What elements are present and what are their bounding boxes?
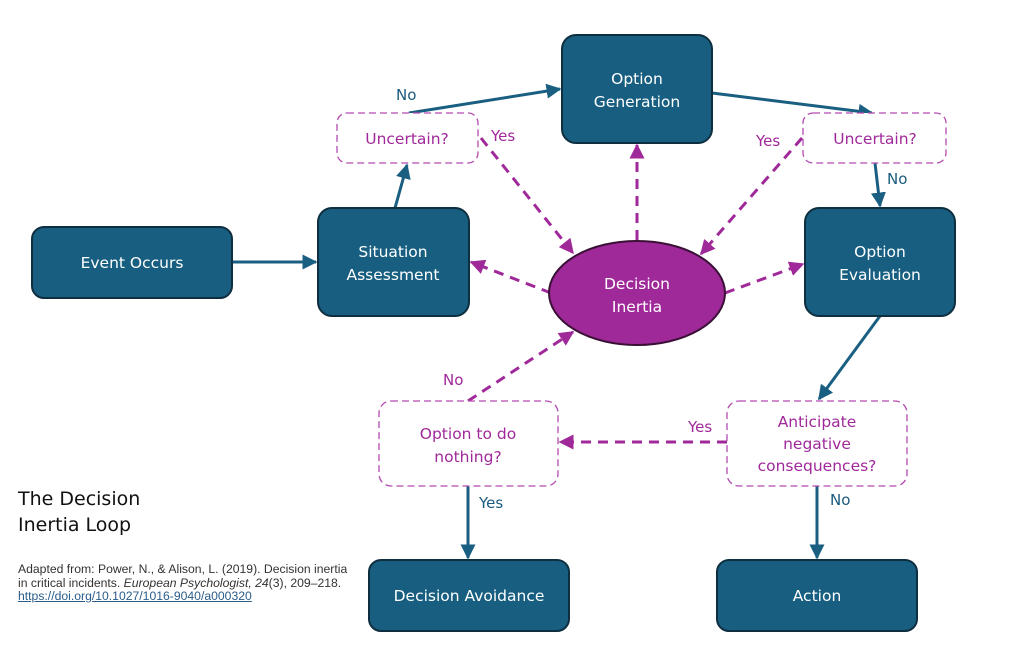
- node-label: Event Occurs: [81, 254, 184, 272]
- question-option-to-do-nothing: Option to do nothing?: [378, 400, 559, 487]
- question-label: Uncertain?: [365, 130, 449, 148]
- citation-journal: European Psychologist,: [123, 575, 252, 590]
- question-label: Uncertain?: [833, 130, 917, 148]
- node-label-line1: Option: [611, 70, 663, 88]
- edge-label-anticipate-yes: Yes: [687, 418, 712, 436]
- node-label-line1: Decision: [604, 275, 670, 293]
- arrow-nothing-to-inertia: [467, 330, 575, 403]
- question-label-line1: Anticipate: [778, 413, 857, 431]
- edge-label-right-yes: Yes: [755, 132, 780, 150]
- title-line-1: The Decision: [18, 488, 141, 510]
- node-label-line2: Generation: [594, 93, 680, 111]
- node-label-line1: Situation: [358, 243, 427, 261]
- node-decision-inertia: Decision Inertia: [548, 240, 726, 346]
- question-label-line3: consequences?: [758, 457, 877, 475]
- edge-label-left-yes: Yes: [490, 127, 515, 145]
- node-label-line2: Assessment: [347, 266, 440, 284]
- arrow-uncertain-to-evaluation: [870, 162, 886, 208]
- edge-label-nothing-yes: Yes: [478, 494, 503, 512]
- inertia-arrows: [467, 137, 805, 450]
- edge-label-inertia-no: No: [443, 371, 463, 389]
- citation-prefix: Adapted from: Power, N., & Alison, L. (2…: [18, 562, 348, 590]
- edge-label-left-no: No: [396, 86, 416, 104]
- question-anticipate-negative: Anticipate negative consequences?: [726, 400, 908, 487]
- edge-label-anticipate-no: No: [830, 491, 850, 509]
- arrow-inertia-to-evaluation: [724, 261, 805, 295]
- arrow-situation-to-uncertain: [393, 163, 411, 209]
- node-label-line1: Option: [854, 243, 906, 261]
- arrow-uncertain-left-to-inertia: [479, 137, 575, 255]
- node-event-occurs: Event Occurs: [31, 226, 233, 299]
- node-option-generation: Option Generation: [561, 34, 713, 144]
- question-label-line2: negative: [783, 435, 851, 453]
- question-label-line1: Option to do: [420, 425, 516, 443]
- title-line-2: Inertia Loop: [18, 514, 132, 536]
- node-option-evaluation: Option Evaluation: [804, 207, 956, 317]
- citation-issue-pages: (3), 209–218.: [268, 575, 342, 590]
- edge-label-right-no: No: [887, 170, 907, 188]
- flow-arrows: [232, 83, 886, 560]
- arrow-generation-to-uncertain: [711, 91, 874, 119]
- arrow-inertia-to-situation: [469, 259, 552, 295]
- arrow-uncertain-to-generation: [408, 83, 562, 115]
- arrow-evaluation-to-anticipate: [817, 315, 882, 401]
- node-label: Decision Avoidance: [394, 587, 545, 605]
- citation-volume: 24: [255, 575, 269, 590]
- node-decision-avoidance: Decision Avoidance: [368, 559, 570, 632]
- node-label-line2: Inertia: [612, 298, 662, 316]
- node-label: Action: [793, 587, 842, 605]
- node-label-line2: Evaluation: [839, 266, 921, 284]
- diagram-title: The Decision Inertia Loop: [18, 486, 140, 538]
- node-situation-assessment: Situation Assessment: [317, 207, 470, 317]
- node-action: Action: [716, 559, 918, 632]
- question-uncertain-left: Uncertain?: [336, 112, 479, 164]
- arrow-uncertain-right-to-inertia: [699, 137, 804, 256]
- question-uncertain-right: Uncertain?: [802, 112, 947, 164]
- citation-doi-link[interactable]: https://doi.org/10.1027/1016-9040/a00032…: [18, 589, 252, 603]
- question-label-line2: nothing?: [434, 448, 501, 466]
- citation: Adapted from: Power, N., & Alison, L. (2…: [18, 562, 358, 604]
